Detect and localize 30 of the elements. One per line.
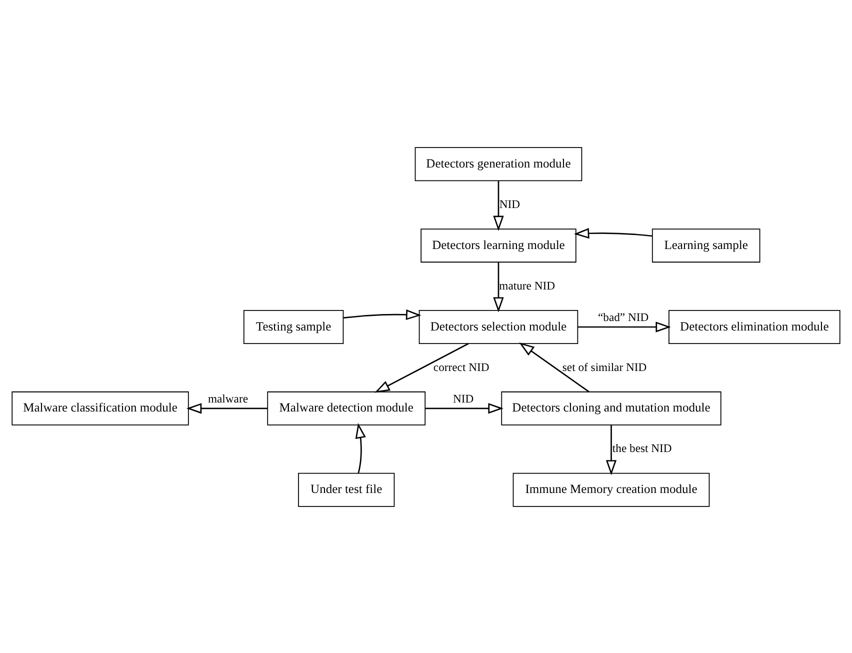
node-box: Detectors generation module	[414, 146, 582, 181]
node-box: Detectors elimination module	[668, 310, 840, 344]
edge-label: “bad” NID	[598, 310, 649, 324]
edge-label: NID	[453, 392, 474, 406]
arrow	[344, 308, 422, 320]
edge-label: mature NID	[499, 278, 556, 292]
arrow	[493, 262, 504, 312]
arrow	[606, 424, 617, 475]
node-box: Detectors learning module	[420, 228, 576, 262]
edge-label: set of similar NID	[562, 360, 647, 374]
arrow	[374, 342, 469, 392]
edge-label: NID	[499, 197, 520, 210]
edge-label: the best NID	[612, 442, 672, 455]
arrow	[186, 402, 268, 414]
node-box: Detectors cloning and mutation module	[501, 390, 722, 425]
node-box: Immune Memory creation module	[512, 472, 710, 506]
arrow	[578, 321, 671, 332]
node-box: Detectors selection module	[418, 310, 578, 344]
node-box: Learning sample	[652, 228, 760, 262]
node-box: Malware detection module	[267, 390, 426, 425]
arrow	[493, 180, 504, 230]
edge-label: malware	[208, 392, 248, 406]
arrow	[425, 402, 504, 414]
node-box: Testing sample	[243, 310, 344, 344]
arrow	[519, 342, 590, 392]
arrow	[574, 228, 652, 238]
node-box: Under test file	[298, 472, 395, 506]
edge-label: correct NID	[433, 360, 490, 374]
node-box: Malware classification module	[12, 390, 189, 425]
arrow	[355, 422, 366, 473]
